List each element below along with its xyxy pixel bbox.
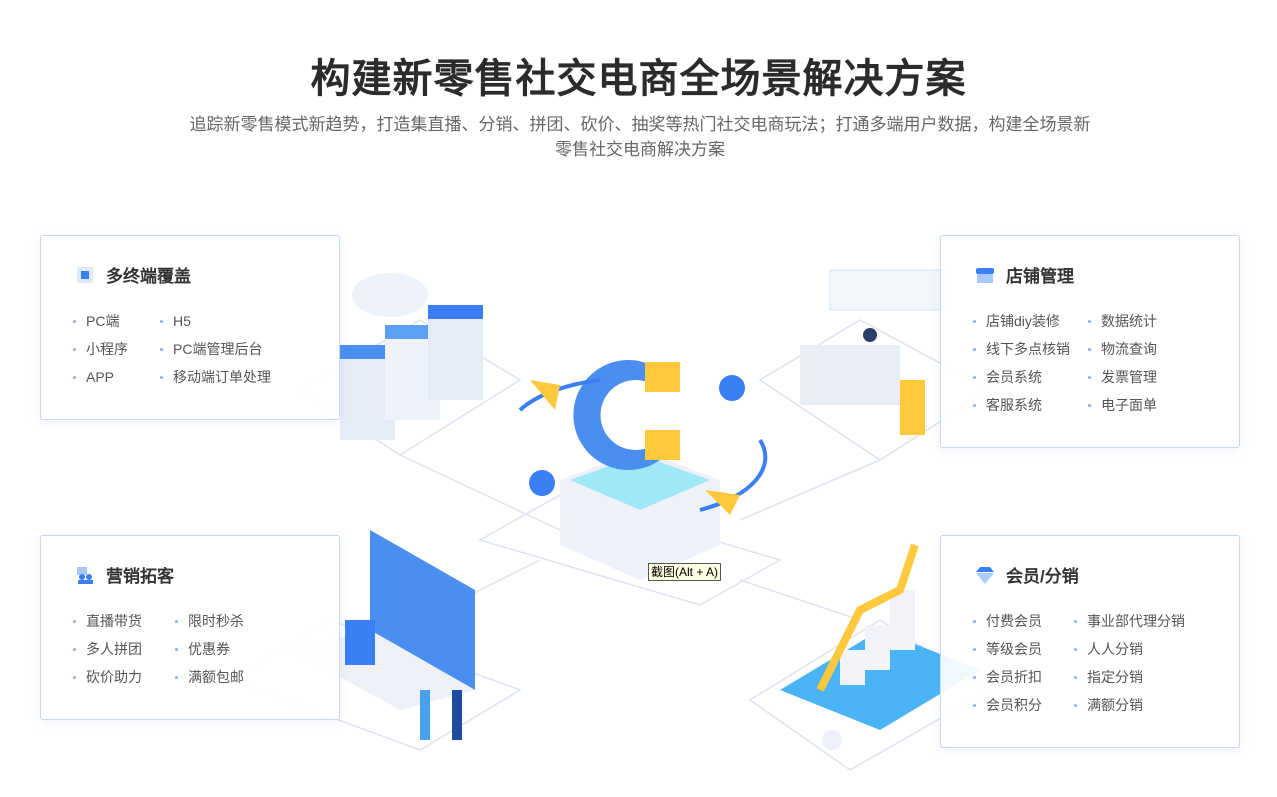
list-item: PC端管理后台 [159,341,263,357]
card-multi-terminal: 多终端覆盖 PC端 小程序 APP H5 PC端管理后台 移动端订单处理 [40,235,340,420]
subtitle-line: 零售社交电商解决方案 [555,140,725,159]
list-item: 物流查询 [1088,341,1157,357]
card-marketing: 营销拓客 直播带货 多人拼团 砍价助力 限时秒杀 优惠券 满额包邮 [40,535,340,720]
list-item: 会员折扣 [973,669,1042,685]
list-item: 电子面单 [1088,397,1157,413]
chip-icon [77,266,93,283]
card-title: 多终端覆盖 [106,267,191,286]
card-title: 营销拓客 [106,567,174,586]
list-item: 砍价助力 [73,669,142,685]
list-item: 人人分销 [1074,641,1143,657]
subtitle-line: 追踪新零售模式新趋势，打造集直播、分销、拼团、砍价、抽奖等热门社交电商玩法；打通… [189,115,1091,134]
list-item: 会员系统 [973,369,1042,385]
diamond-icon [976,566,994,584]
card-membership: 会员/分销 付费会员 等级会员 会员折扣 会员积分 事业部代理分销 人人分销 指… [940,535,1240,748]
list-item: 直播带货 [73,613,142,629]
list-item: APP [72,369,115,385]
list-item: 线下多点核销 [973,341,1070,357]
users-icon [77,566,93,584]
card-store-management: 店铺管理 店铺diy装修 线下多点核销 会员系统 客服系统 数据统计 物流查询 … [940,235,1240,448]
page-subtitle: 追踪新零售模式新趋势，打造集直播、分销、拼团、砍价、抽奖等热门社交电商玩法；打通… [160,112,1120,162]
server-illustration [340,273,483,440]
list-item: 多人拼团 [73,641,142,657]
page-title: 构建新零售社交电商全场景解决方案 [310,57,967,101]
card-title: 会员/分销 [1006,567,1079,586]
list-item: 付费会员 [973,613,1042,629]
list-item: H5 [160,313,191,329]
list-item: 限时秒杀 [175,613,244,629]
list-item: 移动端订单处理 [160,369,271,385]
list-item: 发票管理 [1088,369,1157,385]
magnet-illustration [518,359,768,580]
list-item: 小程序 [73,341,128,357]
list-item: 指定分销 [1074,669,1143,685]
list-item: 等级会员 [973,641,1042,657]
list-item: 满额包邮 [175,669,244,685]
store-illustration [800,269,951,435]
store-icon [976,267,994,283]
list-item: 店铺diy装修 [973,313,1060,329]
growth-chart-illustration [780,543,980,750]
list-item: PC端 [72,313,120,329]
list-item: 数据统计 [1088,313,1157,329]
list-item: 会员积分 [973,697,1042,713]
list-item: 客服系统 [973,397,1042,413]
list-item: 满额分销 [1074,697,1143,713]
list-item: 事业部代理分销 [1074,613,1185,629]
screenshot-tooltip: 截图(Alt + A) [648,563,722,581]
card-title: 店铺管理 [1006,267,1074,286]
list-item: 优惠券 [175,641,230,657]
